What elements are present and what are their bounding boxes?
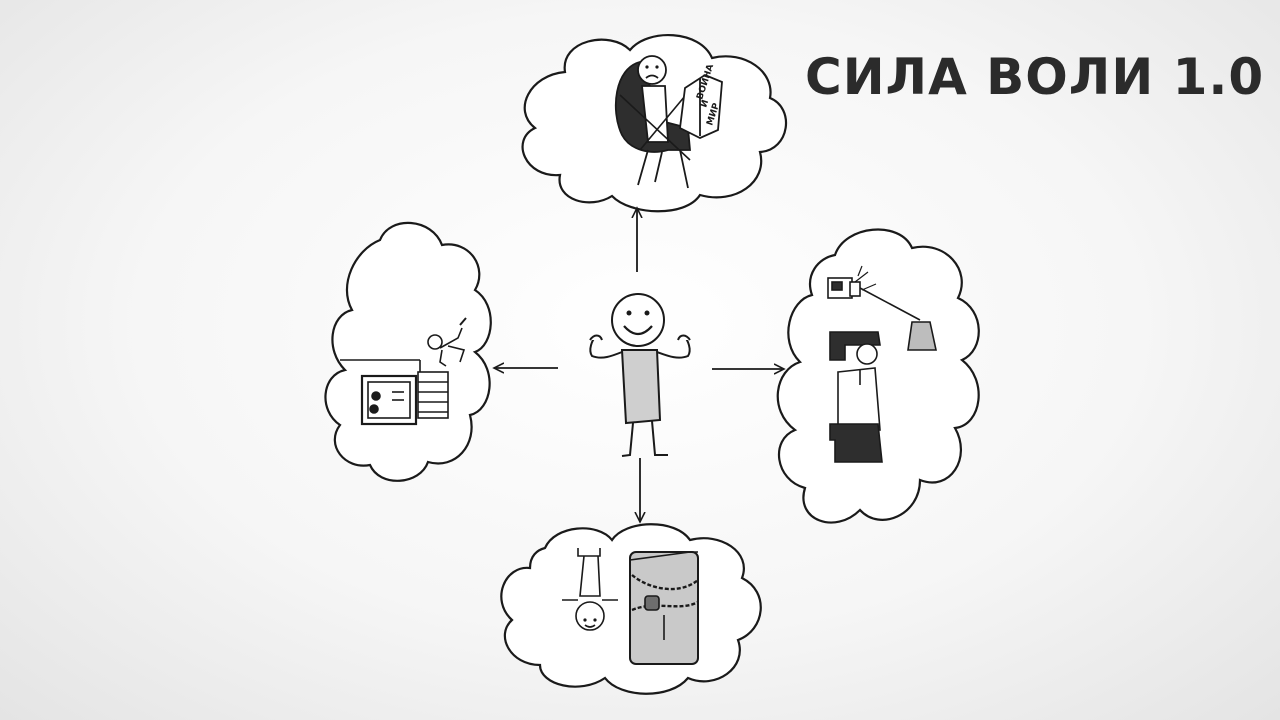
video-title: СИЛА ВОЛИ 1.0 xyxy=(805,48,1265,106)
cloud-left xyxy=(324,221,492,482)
smiley-strongman-icon xyxy=(589,293,691,457)
mousetrap-icon xyxy=(340,317,467,426)
cloud-right xyxy=(776,228,980,524)
camera-flash-icon xyxy=(827,265,937,463)
reading-chair-icon xyxy=(614,55,723,189)
book-title-line2: И xyxy=(699,99,711,109)
chained-fridge-icon xyxy=(562,548,699,665)
